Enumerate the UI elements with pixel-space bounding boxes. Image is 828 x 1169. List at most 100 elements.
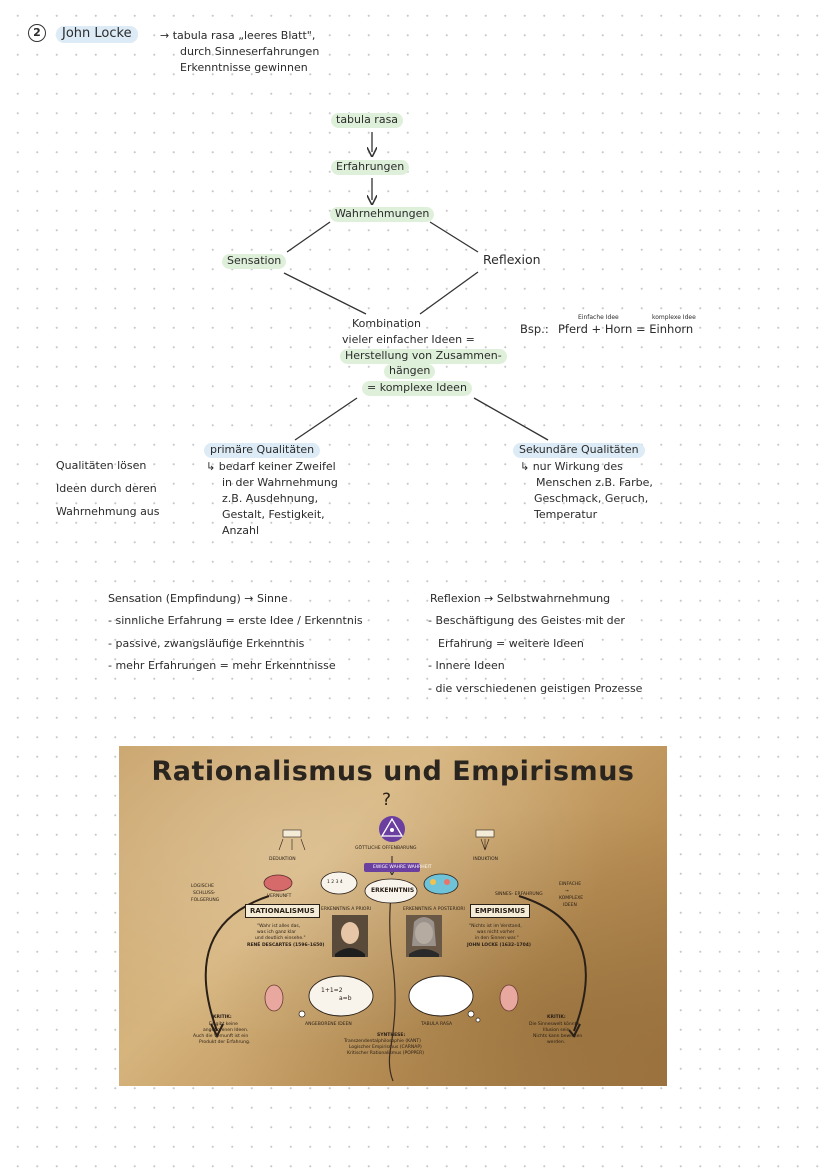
secondary-title: Sekundäre Qualitäten xyxy=(513,443,645,458)
example-note-complex: komplexe Idee xyxy=(652,314,696,321)
poster-synthese-2: Transzendentalphilosophie (KANT) xyxy=(344,1039,421,1044)
flow-sensation: Sensation xyxy=(222,254,287,269)
poster-deduktion: DEDUKTION xyxy=(269,857,296,862)
poster-math-2: a=b xyxy=(339,995,352,1002)
embryo-right-icon xyxy=(499,984,519,1012)
line-reflexion-kombination xyxy=(419,271,479,315)
poster-quote-right-1: "Nichts ist im Verstand, xyxy=(469,924,522,929)
flow-tabula-rasa: tabula rasa xyxy=(331,113,404,128)
sense-brain-icon xyxy=(423,873,459,895)
section-number: 2 xyxy=(28,24,46,42)
line-sensation-kombination xyxy=(283,272,367,315)
reflexion-title: Reflexion → Selbstwahrnehmung xyxy=(430,592,611,605)
poster-image: Rationalismus und Empirismus xyxy=(119,746,667,1086)
combination-line-4: hängen xyxy=(384,364,436,379)
flow-wahrnehmungen: Wahrnehmungen xyxy=(330,207,435,222)
primary-line-4: Gestalt, Festigkeit, xyxy=(222,508,325,521)
poster-kritik-left-2: Es gibt keine xyxy=(209,1022,238,1027)
poster-graphics xyxy=(204,816,587,1082)
poster-quote-right-4: JOHN LOCKE (1632–1704) xyxy=(467,943,531,948)
poster-kritik-left-1: KRITIK: xyxy=(213,1015,232,1020)
side-note-3: Wahrnehmung aus xyxy=(56,505,160,518)
poster-kritik-right-2: Die Sinneswelt könnte xyxy=(529,1022,580,1027)
poster-left-side-3: FOLGERUNG xyxy=(191,898,220,903)
definition-line-2: durch Sinneserfahrungen xyxy=(180,45,320,58)
poster-a-posteriori: ERKENNTNIS A POSTERIORI xyxy=(403,907,465,912)
poster-right-side-4: IDEEN xyxy=(563,903,577,908)
line-wahrnehmung-sensation xyxy=(286,221,331,253)
poster-quote-right-3: in den Sinnen war." xyxy=(475,936,519,941)
poster-rationalismus: RATIONALISMUS xyxy=(245,904,320,918)
line-ideen-primaer xyxy=(294,397,358,441)
flow-connectors xyxy=(283,132,549,441)
poster-quote-left-1: "Wahr ist alles das, xyxy=(257,924,301,929)
poster-question: ? xyxy=(382,790,392,810)
primary-title: primäre Qualitäten xyxy=(204,443,321,458)
primary-line-3: z.B. Ausdehnung, xyxy=(222,492,319,505)
poster-kritik-right-3: Illusion sein. xyxy=(543,1028,571,1033)
embryo-left-icon xyxy=(264,984,284,1012)
poster-synthese-3: Logischer Empirismus (CARNAP) xyxy=(349,1045,422,1050)
secondary-line-3: Geschmack, Geruch, xyxy=(534,492,649,505)
innate-ideas-cloud xyxy=(308,975,374,1017)
poster-right-side-3: KOMPLEXE xyxy=(559,896,584,901)
poster-kritik-left-4: Auch die Vernunft ist ein xyxy=(193,1034,249,1039)
poster-left-side-1: LOGISCHE xyxy=(191,884,214,889)
poster-erkenntnis: ERKENNTNIS xyxy=(371,887,415,894)
poster-sinnes: SINNES- ERFAHRUNG xyxy=(495,892,543,897)
poster-quote-left-4: RENÉ DESCARTES (1596–1650) xyxy=(247,943,325,948)
poster-quote-right-2: was nicht vorher xyxy=(477,930,515,935)
poster-kritik-right-4: Nichts kann bewiesen xyxy=(533,1034,583,1039)
sensation-title: Sensation (Empfindung) → Sinne xyxy=(108,592,288,605)
poster-kritik-left-5: Produkt der Erfahrung. xyxy=(199,1040,251,1045)
poster-synthese-4: Kritischer Rationalismus (POPPER) xyxy=(347,1051,424,1056)
poster-vernunft: VERNUNFT xyxy=(267,894,292,899)
reflexion-item-2: Erfahrung = weitere Ideen xyxy=(438,637,584,650)
line-ideen-sekundaer xyxy=(473,397,549,441)
poster-title: Rationalismus und Empirismus xyxy=(151,756,635,787)
flow-reflexion: Reflexion xyxy=(483,252,541,267)
example-note-simple: Einfache Idee xyxy=(578,314,619,321)
poster-kritik-right-1: KRITIK: xyxy=(547,1015,566,1020)
sensation-item-3: - mehr Erfahrungen = mehr Erkenntnisse xyxy=(108,659,336,672)
poster-quote-left-3: und deutlich einsehe." xyxy=(255,936,306,941)
poster-math-1: 1+1=2 xyxy=(321,987,343,994)
reflexion-item-3: - Innere Ideen xyxy=(428,659,505,672)
secondary-line-2: Menschen z.B. Farbe, xyxy=(536,476,653,489)
side-note-1: Qualitäten lösen xyxy=(56,459,147,472)
poster-divine: GÖTTLICHE OFFENBARUNG xyxy=(355,846,417,851)
flow-erfahrungen: Erfahrungen xyxy=(331,160,410,175)
primary-line-2: in der Wahrnehmung xyxy=(222,476,338,489)
poster-synthese-1: SYNTHESE: xyxy=(377,1033,406,1038)
primary-line-5: Anzahl xyxy=(222,524,260,537)
poster-empirismus: EMPIRISMUS xyxy=(470,904,531,918)
brain-icon xyxy=(263,874,293,892)
section-title: John Locke xyxy=(56,26,138,43)
poster-tabula: TABULA RASA xyxy=(421,1022,453,1027)
combination-line-2: vieler einfacher Ideen = xyxy=(342,333,475,346)
tabula-rasa-cloud xyxy=(408,975,474,1017)
erkenntnis-cloud-icon xyxy=(364,878,418,904)
poster-kritik-right-5: werden. xyxy=(547,1040,566,1045)
combination-line-3: Herstellung von Zusammen- xyxy=(340,349,507,364)
poster-ewige: EWIGE WAHRE WAHRHEIT xyxy=(373,865,432,870)
secondary-line-1: ↳ nur Wirkung des xyxy=(520,460,623,473)
reflexion-item-1: - Beschäftigung des Geistes mit der xyxy=(428,614,625,627)
sensation-item-1: - sinnliche Erfahrung = erste Idee / Erk… xyxy=(108,614,363,627)
example-text: Pferd + Horn = Einhorn xyxy=(558,322,694,336)
secondary-line-4: Temperatur xyxy=(534,508,598,521)
poster-induktion: INDUKTION xyxy=(473,857,499,862)
line-wahrnehmung-reflexion xyxy=(429,221,479,253)
poster-left-side-2: SCHLUSS- xyxy=(193,891,216,896)
poster-right-side-2: → xyxy=(565,889,569,894)
primary-line-1: ↳ bedarf keiner Zweifel xyxy=(206,460,336,473)
definition-line-3: Erkenntnisse gewinnen xyxy=(180,61,308,74)
poster-a-priori: ERKENNTNIS A PRIORI xyxy=(321,907,371,912)
right-arc xyxy=(518,895,587,1032)
definition-line-1: → tabula rasa „leeres Blatt", xyxy=(160,29,316,42)
reflexion-item-4: - die verschiedenen geistigen Prozesse xyxy=(428,682,643,695)
poster-right-side-1: EINFACHE xyxy=(559,882,582,887)
example-label: Bsp.: xyxy=(520,322,549,336)
poster-kritik-left-3: angeborenen Ideen. xyxy=(203,1028,249,1033)
poster-nums: 1 2 3 4 xyxy=(327,880,343,885)
